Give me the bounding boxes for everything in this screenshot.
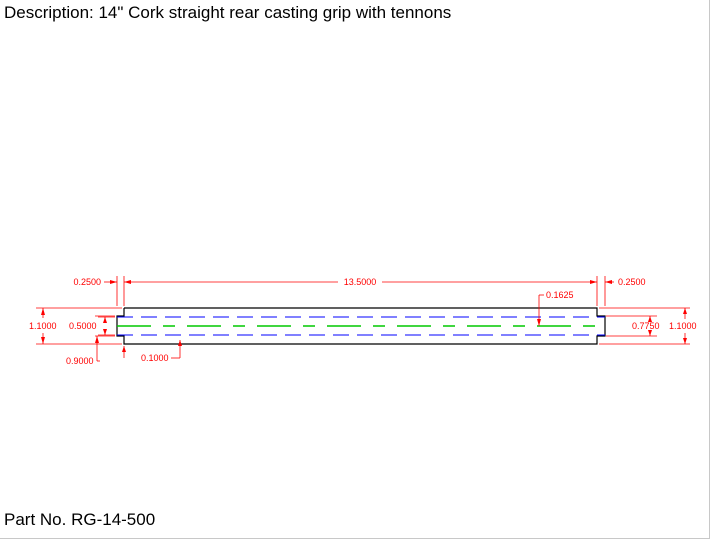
dim-bore-diameter: 0.5000: [69, 321, 97, 331]
dimension-arrowheads: [41, 280, 687, 352]
description-title: Description: 14" Cork straight rear cast…: [4, 3, 452, 22]
dim-left-step: 0.1000: [141, 353, 169, 363]
dim-right-outer-diameter: 1.1000: [669, 321, 697, 331]
part-number: Part No. RG-14-500: [4, 510, 156, 529]
dim-left-tenon-diameter: 0.9000: [66, 356, 94, 366]
dim-left-tenon-length: 0.2500: [73, 277, 101, 287]
dimension-lines: [36, 276, 690, 362]
dim-overall-body-length: 13.5000: [344, 277, 377, 287]
grip-outline: [116, 307, 606, 345]
dim-right-tenon-length: 0.2500: [618, 277, 646, 287]
dim-right-step-depth: 0.1625: [546, 290, 574, 300]
dim-left-outer-diameter: 1.1000: [29, 321, 57, 331]
dim-right-tenon-diameter: 0.7750: [632, 321, 660, 331]
